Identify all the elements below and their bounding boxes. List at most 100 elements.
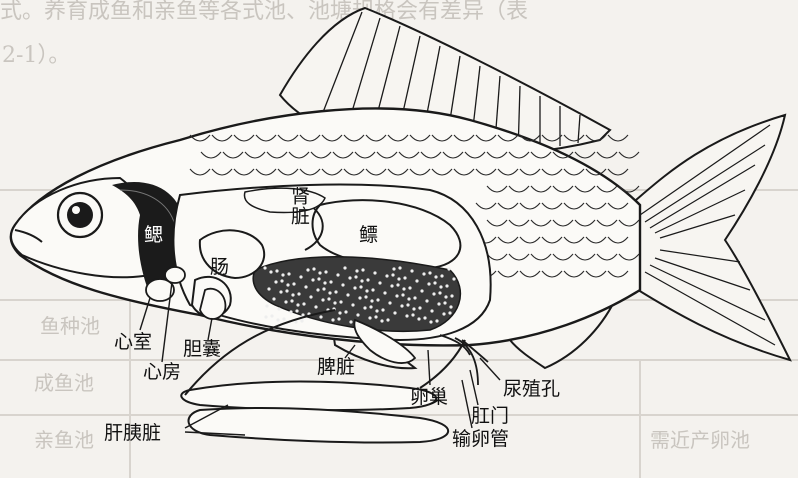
ovary-egg-dot xyxy=(420,289,423,292)
ovary-egg-dot xyxy=(316,288,319,291)
ovary-egg-dot xyxy=(428,271,431,274)
ovary-egg-dot xyxy=(401,293,404,296)
bg-row-near-spawning: 需近产卵池 xyxy=(650,428,750,452)
label-atrium: 心房 xyxy=(143,363,181,382)
ovary-egg-dot xyxy=(373,271,376,274)
label-anus: 肛门 xyxy=(471,407,509,426)
ovary-egg-dot xyxy=(296,303,299,306)
ovary-egg-dot xyxy=(334,290,337,293)
ovary-egg-dot xyxy=(368,316,371,319)
ovary-egg-dot xyxy=(392,267,395,270)
ovary-egg-dot xyxy=(311,278,314,281)
ovary-egg-dot xyxy=(300,319,303,322)
ovary-egg-dot xyxy=(361,268,364,271)
ovary-egg-dot xyxy=(381,308,384,311)
ovary-egg-dot xyxy=(287,272,290,275)
ovary-egg-dot xyxy=(317,277,320,280)
ovary-egg-dot xyxy=(304,285,307,288)
ovary-egg-dot xyxy=(438,291,441,294)
ovary-egg-dot xyxy=(376,298,379,301)
ovary-egg-dot xyxy=(306,268,309,271)
ovary-egg-dot xyxy=(396,283,399,286)
label-intestine: 肠 xyxy=(210,258,229,277)
ovary-egg-dot xyxy=(299,275,302,278)
ovary-egg-dot xyxy=(439,285,442,288)
ovary-egg-dot xyxy=(363,306,366,309)
ovary-egg-dot xyxy=(282,317,285,320)
ovary-egg-dot xyxy=(279,290,282,293)
ovary-egg-dot xyxy=(280,279,283,282)
ovary-egg-dot xyxy=(413,296,416,299)
ovary-egg-dot xyxy=(444,295,447,298)
ovary-egg-dot xyxy=(309,295,312,298)
label-hepatopancreas: 肝胰脏 xyxy=(104,424,161,443)
ovary-egg-dot xyxy=(331,318,334,321)
ovary-egg-dot xyxy=(321,298,324,301)
ovary-egg-dot xyxy=(395,294,398,297)
ovary-egg-dot xyxy=(405,314,408,317)
ovary-egg-dot xyxy=(354,275,357,278)
ovary-egg-dot xyxy=(418,306,421,309)
ovary-egg-dot xyxy=(397,277,400,280)
ovary-egg-dot xyxy=(390,284,393,287)
ovary-egg-dot xyxy=(450,294,453,297)
ovary-egg-dot xyxy=(412,307,415,310)
ovary-egg-dot xyxy=(274,280,277,283)
ovary-egg-dot xyxy=(343,266,346,269)
ovary-egg-dot xyxy=(319,315,322,318)
ovary-egg-dot xyxy=(272,297,275,300)
ovary-egg-dot xyxy=(408,286,411,289)
ovary-egg-dot xyxy=(294,320,297,323)
ovary-egg-dot xyxy=(442,312,445,315)
ovary-egg-dot xyxy=(447,267,450,270)
ovary-egg-dot xyxy=(410,269,413,272)
ovary-egg-dot xyxy=(425,299,428,302)
ovary-egg-dot xyxy=(440,274,443,277)
ovary-egg-dot xyxy=(318,271,321,274)
ovary-egg-dot xyxy=(359,285,362,288)
ovary-egg-dot xyxy=(322,287,325,290)
label-oviduct: 输卵管 xyxy=(452,430,509,449)
ovary-egg-dot xyxy=(329,280,332,283)
ovary-egg-dot xyxy=(358,296,361,299)
ovary-egg-dot xyxy=(351,303,354,306)
ovary-egg-dot xyxy=(284,300,287,303)
scale-arc xyxy=(608,169,628,175)
ovary-egg-dot xyxy=(406,303,409,306)
ovary-egg-dot xyxy=(448,311,451,314)
ovary-egg-dot xyxy=(427,282,430,285)
ovary-egg-dot xyxy=(267,287,270,290)
ovary-egg-dot xyxy=(349,320,352,323)
ovary-egg-dot xyxy=(263,266,266,269)
ovary-egg-dot xyxy=(398,266,401,269)
ovary-egg-dot xyxy=(265,304,268,307)
ovary-egg-dot xyxy=(385,274,388,277)
ovary-egg-dot xyxy=(344,310,347,313)
bg-row-adult-pond: 成鱼池 xyxy=(34,371,94,395)
ovary-egg-dot xyxy=(353,286,356,289)
bg-text-line2: 2-1）。 xyxy=(2,43,70,68)
ovary-egg-dot xyxy=(269,270,272,273)
scale-arc xyxy=(575,152,595,158)
ovary-egg-dot xyxy=(323,281,326,284)
ovary-egg-dot xyxy=(374,315,377,318)
ovary-egg-dot xyxy=(314,305,317,308)
ovary-egg-dot xyxy=(338,311,341,314)
ovary-egg-dot xyxy=(286,283,289,286)
ovary-egg-dot xyxy=(336,273,339,276)
ovary-egg-dot xyxy=(393,311,396,314)
bg-text-line1: 式。养育成鱼和亲鱼等各式池、池塘规格会有差异（表 xyxy=(0,0,528,24)
ovary-egg-dot xyxy=(437,302,440,305)
ovary-egg-dot xyxy=(275,269,278,272)
ovary-egg-dot xyxy=(391,273,394,276)
ovary-egg-dot xyxy=(452,277,455,280)
ovary-egg-dot xyxy=(339,300,342,303)
ovary-egg-dot xyxy=(423,316,426,319)
ovary-egg-dot xyxy=(402,287,405,290)
label-kidney: 肾脏 xyxy=(289,186,308,226)
label-gallbladder: 胆囊 xyxy=(183,340,221,359)
ovary-egg-dot xyxy=(337,317,340,320)
ovary-egg-dot xyxy=(375,309,378,312)
ovary-egg-dot xyxy=(291,293,294,296)
